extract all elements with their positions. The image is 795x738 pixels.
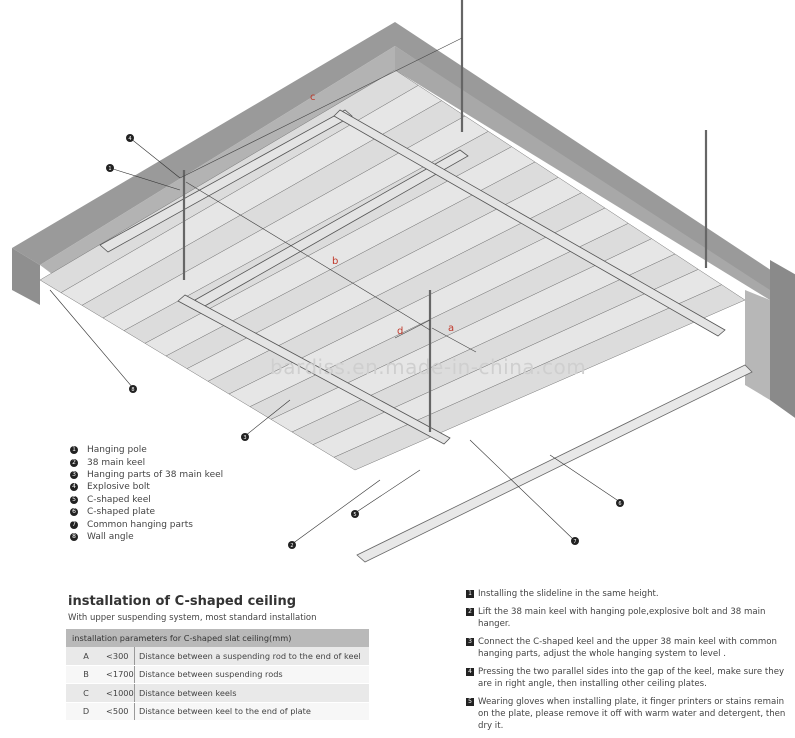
- legend-label: C-shaped plate: [87, 507, 156, 518]
- row-key: C: [66, 683, 106, 703]
- legend-item: 7 Common hanging parts: [70, 518, 223, 530]
- callout-number: 3: [243, 435, 246, 441]
- callout-number: 5: [353, 512, 356, 518]
- callout-dot: [571, 537, 579, 545]
- row-value: <1700: [106, 665, 135, 684]
- legend-number: 1: [70, 446, 78, 455]
- legend-label: C-shaped keel: [87, 494, 151, 505]
- legend-item: 5 C-shaped keel: [70, 494, 223, 506]
- row-description: Distance between a suspending rod to the…: [134, 647, 369, 666]
- dimension-label-a: a: [448, 323, 454, 334]
- table-row: C <1000 Distance between keels: [66, 683, 369, 703]
- callout-number: 2: [290, 543, 293, 549]
- section-subtitle: With upper suspending system, most stand…: [68, 613, 317, 623]
- legend-item: 6 C-shaped plate: [70, 506, 223, 518]
- legend-label: Hanging pole: [87, 445, 147, 456]
- row-description: Distance between keels: [134, 683, 369, 703]
- ceiling-slat: [333, 284, 746, 471]
- legend-label: Common hanging parts: [87, 519, 193, 530]
- loose-plate: [356, 364, 753, 563]
- callout-dot: [126, 134, 134, 142]
- watermark: bardiss.en.made-in-china.com: [270, 355, 587, 379]
- table-row: A <300 Distance between a suspending rod…: [66, 647, 369, 666]
- legend-number: 8: [70, 532, 78, 541]
- legend-number: 4: [70, 483, 78, 492]
- legend-item: 2 38 main keel: [70, 456, 223, 468]
- legend-number: 3: [70, 470, 78, 479]
- legend-number: 7: [70, 520, 78, 529]
- step-number: 4: [466, 668, 474, 676]
- legend-item: 1 Hanging pole: [70, 444, 223, 456]
- table-row: D <500 Distance between keel to the end …: [66, 702, 369, 721]
- legend-item: 3 Hanging parts of 38 main keel: [70, 469, 223, 481]
- legend-number: 5: [70, 495, 78, 504]
- ceiling-installation-diagram: c b d a 1 2 3 4 5 6 7 8: [12, 0, 795, 563]
- row-key: A: [66, 647, 106, 666]
- callout-number: 4: [128, 136, 131, 142]
- hanging-poles: [182, 0, 708, 432]
- row-description: Distance between suspending rods: [134, 665, 369, 684]
- legend-number: 6: [70, 508, 78, 517]
- row-value: <500: [106, 702, 135, 721]
- legend-number: 2: [70, 458, 78, 467]
- row-value: <300: [106, 647, 135, 666]
- wall-face-left: [40, 46, 395, 280]
- row-value: <1000: [106, 683, 135, 703]
- dimension-label-d: d: [397, 326, 403, 337]
- legend-label: 38 main keel: [87, 457, 146, 468]
- parameters-table: installation parameters for C-shaped sla…: [66, 629, 369, 721]
- step-number: 3: [466, 638, 474, 646]
- callout-dot: [351, 510, 359, 518]
- row-description: Distance between keel to the end of plat…: [134, 702, 369, 721]
- wall-right-face: [745, 290, 770, 400]
- c-shaped-plates: [39, 69, 746, 471]
- callout-number: 1: [108, 166, 111, 172]
- step-text: Wearing gloves when installing plate, it…: [478, 697, 786, 731]
- step-text: Lift the 38 main keel with hanging pole,…: [478, 607, 766, 629]
- legend-item: 4 Explosive bolt: [70, 481, 223, 493]
- table-row: B <1700 Distance between suspending rods: [66, 665, 369, 684]
- callout-dot: [241, 433, 249, 441]
- step-text: Connect the C-shaped keel and the upper …: [478, 637, 777, 659]
- legend-label: Wall angle: [87, 531, 134, 542]
- wall-top-back: [12, 22, 795, 311]
- step-item: 3 Connect the C-shaped keel and the upper…: [466, 636, 786, 660]
- callout-number: 7: [573, 539, 576, 545]
- step-text: Installing the slideline in the same hei…: [478, 589, 659, 599]
- step-number: 5: [466, 698, 474, 706]
- callout-dot: [106, 164, 114, 172]
- section-title: installation of C-shaped ceiling: [68, 594, 297, 609]
- callout-dot: [129, 385, 137, 393]
- legend-item: 8 Wall angle: [70, 531, 223, 543]
- legend: 1 Hanging pole 2 38 main keel 3 Hanging par…: [70, 444, 223, 543]
- step-item: 4 Pressing the two parallel sides into th…: [466, 666, 786, 690]
- callout-leaders: [49, 137, 621, 545]
- step-text: Pressing the two parallel sides into the…: [478, 667, 785, 689]
- row-key: B: [66, 665, 106, 684]
- dimension-lines: [179, 37, 477, 353]
- wall-face-right: [395, 46, 770, 300]
- table-header: installation parameters for C-shaped sla…: [66, 629, 369, 647]
- wall-left: [12, 248, 40, 305]
- wall-right: [770, 260, 795, 418]
- step-number: 2: [466, 608, 474, 616]
- callout-number: 6: [618, 501, 621, 507]
- step-item: 2 Lift the 38 main keel with hanging pole…: [466, 606, 786, 630]
- callout-number: 8: [131, 387, 134, 393]
- dimension-label-c: c: [310, 92, 316, 103]
- installation-steps: 1 Installing the slideline in the same he…: [466, 588, 786, 738]
- legend-label: Hanging parts of 38 main keel: [87, 469, 224, 480]
- step-item: 5 Wearing gloves when installing plate, i…: [466, 696, 786, 732]
- row-key: D: [66, 702, 106, 721]
- callout-dot: [288, 541, 296, 549]
- step-item: 1 Installing the slideline in the same he…: [466, 588, 786, 600]
- callout-dot: [616, 499, 624, 507]
- legend-label: Explosive bolt: [87, 482, 150, 493]
- step-number: 1: [466, 590, 474, 598]
- dimension-label-b: b: [332, 256, 338, 267]
- main-keels: [99, 109, 726, 445]
- callout-markers: 1 2 3 4 5 6 7 8: [106, 134, 624, 549]
